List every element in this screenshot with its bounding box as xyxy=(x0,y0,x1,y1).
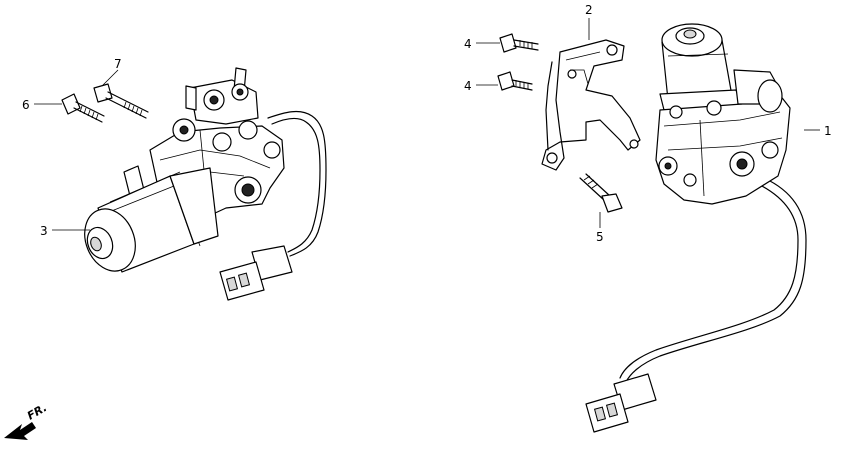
bolt-4-lower xyxy=(497,71,533,91)
bolt-5 xyxy=(579,173,623,213)
bolt-7 xyxy=(93,83,149,119)
callout-6: 6 xyxy=(22,98,30,112)
front-direction-indicator: FR. xyxy=(4,401,49,440)
leader-lines xyxy=(34,18,820,231)
callout-numbers: 1 2 3 4 4 5 6 7 xyxy=(22,3,832,244)
right-actuator-assembly xyxy=(585,23,807,433)
callout-2: 2 xyxy=(585,3,593,17)
callout-1: 1 xyxy=(824,124,832,138)
callout-4-upper: 4 xyxy=(464,37,472,51)
callout-3: 3 xyxy=(40,224,48,238)
right-motor xyxy=(659,23,743,111)
bracket-2 xyxy=(541,39,641,171)
left-connector xyxy=(219,245,293,301)
callout-7: 7 xyxy=(114,57,122,71)
front-label: FR. xyxy=(25,401,49,422)
left-motor xyxy=(84,167,219,273)
callout-4-lower: 4 xyxy=(464,79,472,93)
bolt-6 xyxy=(61,93,105,123)
callout-5: 5 xyxy=(596,230,604,244)
bolt-4-upper xyxy=(499,33,539,53)
front-arrow-icon xyxy=(4,422,36,440)
leader-7 xyxy=(101,69,119,87)
left-actuator-assembly xyxy=(84,67,327,301)
right-connector xyxy=(585,373,657,433)
